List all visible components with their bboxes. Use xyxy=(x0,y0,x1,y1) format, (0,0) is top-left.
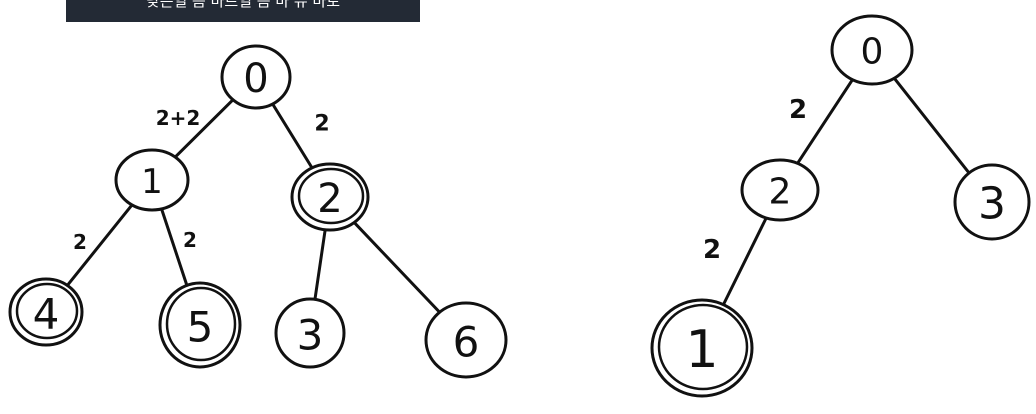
node-circle xyxy=(274,297,346,369)
node-circle xyxy=(424,301,508,379)
node-0: 0 xyxy=(830,14,914,86)
node-inner-circle xyxy=(15,282,79,340)
node-label: 0 xyxy=(243,56,268,102)
right-tree: 2 2 0 2 3 1 xyxy=(650,14,1031,398)
left-tree: 2+2 2 2 2 0 1 2 4 5 3 6 xyxy=(8,44,508,379)
node-4: 4 xyxy=(8,277,84,347)
node-2: 2 xyxy=(740,158,820,222)
edge-0-3 xyxy=(892,76,972,176)
node-inner-circle xyxy=(657,303,749,391)
edge-weight-2-1: 2 xyxy=(703,235,721,265)
node-0: 0 xyxy=(220,44,292,110)
edge-0-2 xyxy=(795,77,855,166)
edge-1-5 xyxy=(159,206,189,288)
node-circle xyxy=(740,158,820,222)
node-5: 5 xyxy=(158,281,242,369)
edge-1-4 xyxy=(65,202,134,288)
node-circle xyxy=(290,162,370,232)
node-circle xyxy=(220,44,292,110)
node-1: 1 xyxy=(114,148,190,212)
node-1: 1 xyxy=(650,298,754,398)
node-circle xyxy=(158,281,242,369)
edge-weight-1-5: 2 xyxy=(183,228,197,252)
node-label: 5 xyxy=(187,303,214,352)
edge-weight-0-1: 2+2 xyxy=(156,106,201,130)
node-circle xyxy=(114,148,190,212)
edge-2-1 xyxy=(721,215,768,307)
node-label: 1 xyxy=(141,162,163,202)
node-label: 3 xyxy=(297,311,324,360)
node-label: 1 xyxy=(685,320,718,380)
node-circle xyxy=(953,163,1031,241)
edge-0-1 xyxy=(173,97,235,160)
node-label: 2 xyxy=(317,176,342,222)
caption-bar: 낮은일 음 바르일 음 바 유 바로 xyxy=(66,0,420,22)
node-label: 0 xyxy=(861,32,884,73)
node-2: 2 xyxy=(290,162,370,232)
node-circle xyxy=(650,298,754,398)
node-label: 3 xyxy=(978,179,1006,230)
edge-0-2 xyxy=(270,101,314,170)
node-label: 2 xyxy=(769,172,792,213)
node-6: 6 xyxy=(424,301,508,379)
node-3: 3 xyxy=(274,297,346,369)
caption-text: 낮은일 음 바르일 음 바 유 바로 xyxy=(145,0,341,10)
edge-weight-1-4: 2 xyxy=(73,230,87,254)
node-circle xyxy=(830,14,914,86)
node-inner-circle xyxy=(297,167,365,225)
edge-weight-0-2: 2 xyxy=(314,112,329,137)
edge-2-3 xyxy=(313,227,327,302)
edge-weight-0-2: 2 xyxy=(789,95,807,125)
node-circle xyxy=(8,277,84,347)
edge-2-6 xyxy=(352,220,442,315)
node-3: 3 xyxy=(953,163,1031,241)
node-inner-circle xyxy=(165,286,237,362)
node-label: 6 xyxy=(453,318,480,367)
node-label: 4 xyxy=(33,290,60,339)
